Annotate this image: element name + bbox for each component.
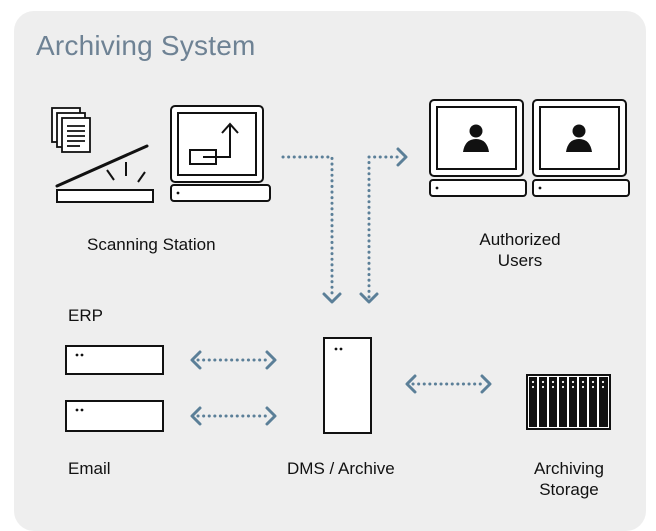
label-archiving-storage-line1: Archiving: [534, 459, 604, 478]
scanner-icon: [55, 144, 154, 203]
label-authorized-users-line2: Users: [497, 251, 543, 270]
user-monitor-icon: [429, 99, 527, 197]
label-authorized-users-line1: Authorized: [479, 230, 561, 249]
user-monitor-icon: [532, 99, 630, 197]
document-stack-icon: [51, 107, 91, 153]
label-email: Email: [68, 459, 111, 478]
label-archiving-storage: Archiving Storage: [510, 458, 628, 500]
label-scanning-station: Scanning Station: [87, 235, 216, 254]
upload-monitor-icon: [170, 105, 271, 202]
diagram-card: [14, 11, 646, 531]
label-dms-archive: DMS / Archive: [287, 459, 395, 478]
dms-server-icon: [323, 337, 372, 434]
label-erp: ERP: [68, 306, 103, 325]
server-box-icon: [65, 345, 164, 375]
diagram-title: Archiving System: [36, 30, 256, 61]
archiving-diagram: [51, 99, 630, 434]
label-archiving-storage-line2: Storage: [539, 480, 599, 499]
connector-dms-to-users: [367, 155, 401, 299]
server-box-icon: [65, 400, 164, 432]
storage-rack-icon: [526, 374, 611, 430]
label-authorized-users: Authorized Users: [458, 229, 582, 271]
connector-scanning-to-dms: [281, 155, 334, 300]
